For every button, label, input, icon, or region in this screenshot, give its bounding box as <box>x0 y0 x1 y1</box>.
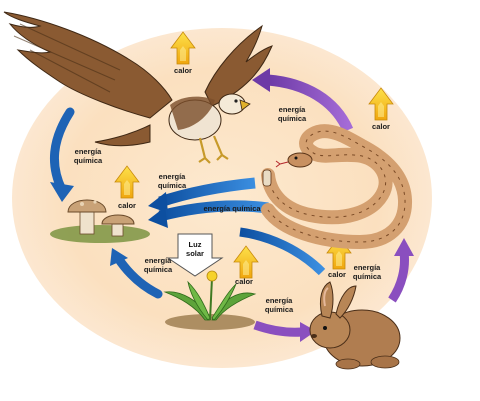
arrowhead-center-to-mushrooms <box>148 192 168 213</box>
chem-label-plant-rabbit-2: química <box>265 305 294 314</box>
rabbit-illustration <box>309 281 401 370</box>
chem-label-center-1: energía <box>159 172 187 181</box>
arrow-snake-to-eagle <box>267 74 354 133</box>
arrowhead-snake-to-eagle <box>252 68 270 92</box>
chem-label-plant-rabbit-1: energía <box>266 296 294 305</box>
arrow-plant-to-rabbit <box>253 320 303 337</box>
arrow-snake-to-mushrooms <box>158 200 269 222</box>
plant-illustration <box>163 270 257 330</box>
heat-label-eagle: calor <box>174 66 192 75</box>
arrowhead-eagle-to-mushrooms <box>50 182 74 202</box>
arrow-center-to-mushrooms <box>158 177 256 208</box>
chem-label-snake-eagle-1: energía <box>279 105 307 114</box>
heat-label-rabbit: calor <box>328 270 346 279</box>
sunlight-label-line1: Luz <box>189 240 202 249</box>
heat-label-plant: calor <box>235 277 253 286</box>
arrowhead-plant-to-rabbit <box>300 322 316 342</box>
arrow-rabbit-to-mushrooms <box>239 227 326 276</box>
chem-label-plant-mush-1: energía <box>145 256 173 265</box>
chem-label-eagle-mush-2: química <box>74 156 103 165</box>
background-glow <box>12 28 432 368</box>
sunlight-arrow: Luz solar <box>166 233 224 277</box>
mushrooms-illustration <box>50 199 150 243</box>
eagle-illustration <box>3 11 273 164</box>
arrow-eagle-to-mushrooms <box>49 107 75 195</box>
chem-label-eagle-mush-1: energía <box>75 147 103 156</box>
sunlight-label-line2: solar <box>186 249 204 258</box>
arrowhead-plant-to-mushrooms <box>110 248 128 266</box>
chem-label-plant-mush-2: química <box>144 265 173 274</box>
chem-label-rabbit-snake-2: química <box>353 272 382 281</box>
heat-label-snake: calor <box>372 122 390 131</box>
chem-label-center-2: química <box>158 181 187 190</box>
chem-label-snake-mush: energía química <box>203 204 261 213</box>
arrow-rabbit-to-snake <box>388 251 409 303</box>
arrowhead-snake-to-mushrooms <box>148 207 168 228</box>
chem-label-rabbit-snake-1: energía <box>354 263 382 272</box>
heat-label-mushrooms: calor <box>118 201 136 210</box>
arrowhead-rabbit-to-snake <box>394 238 414 256</box>
snake-illustration <box>261 124 412 250</box>
chem-label-snake-eagle-2: química <box>278 114 307 123</box>
